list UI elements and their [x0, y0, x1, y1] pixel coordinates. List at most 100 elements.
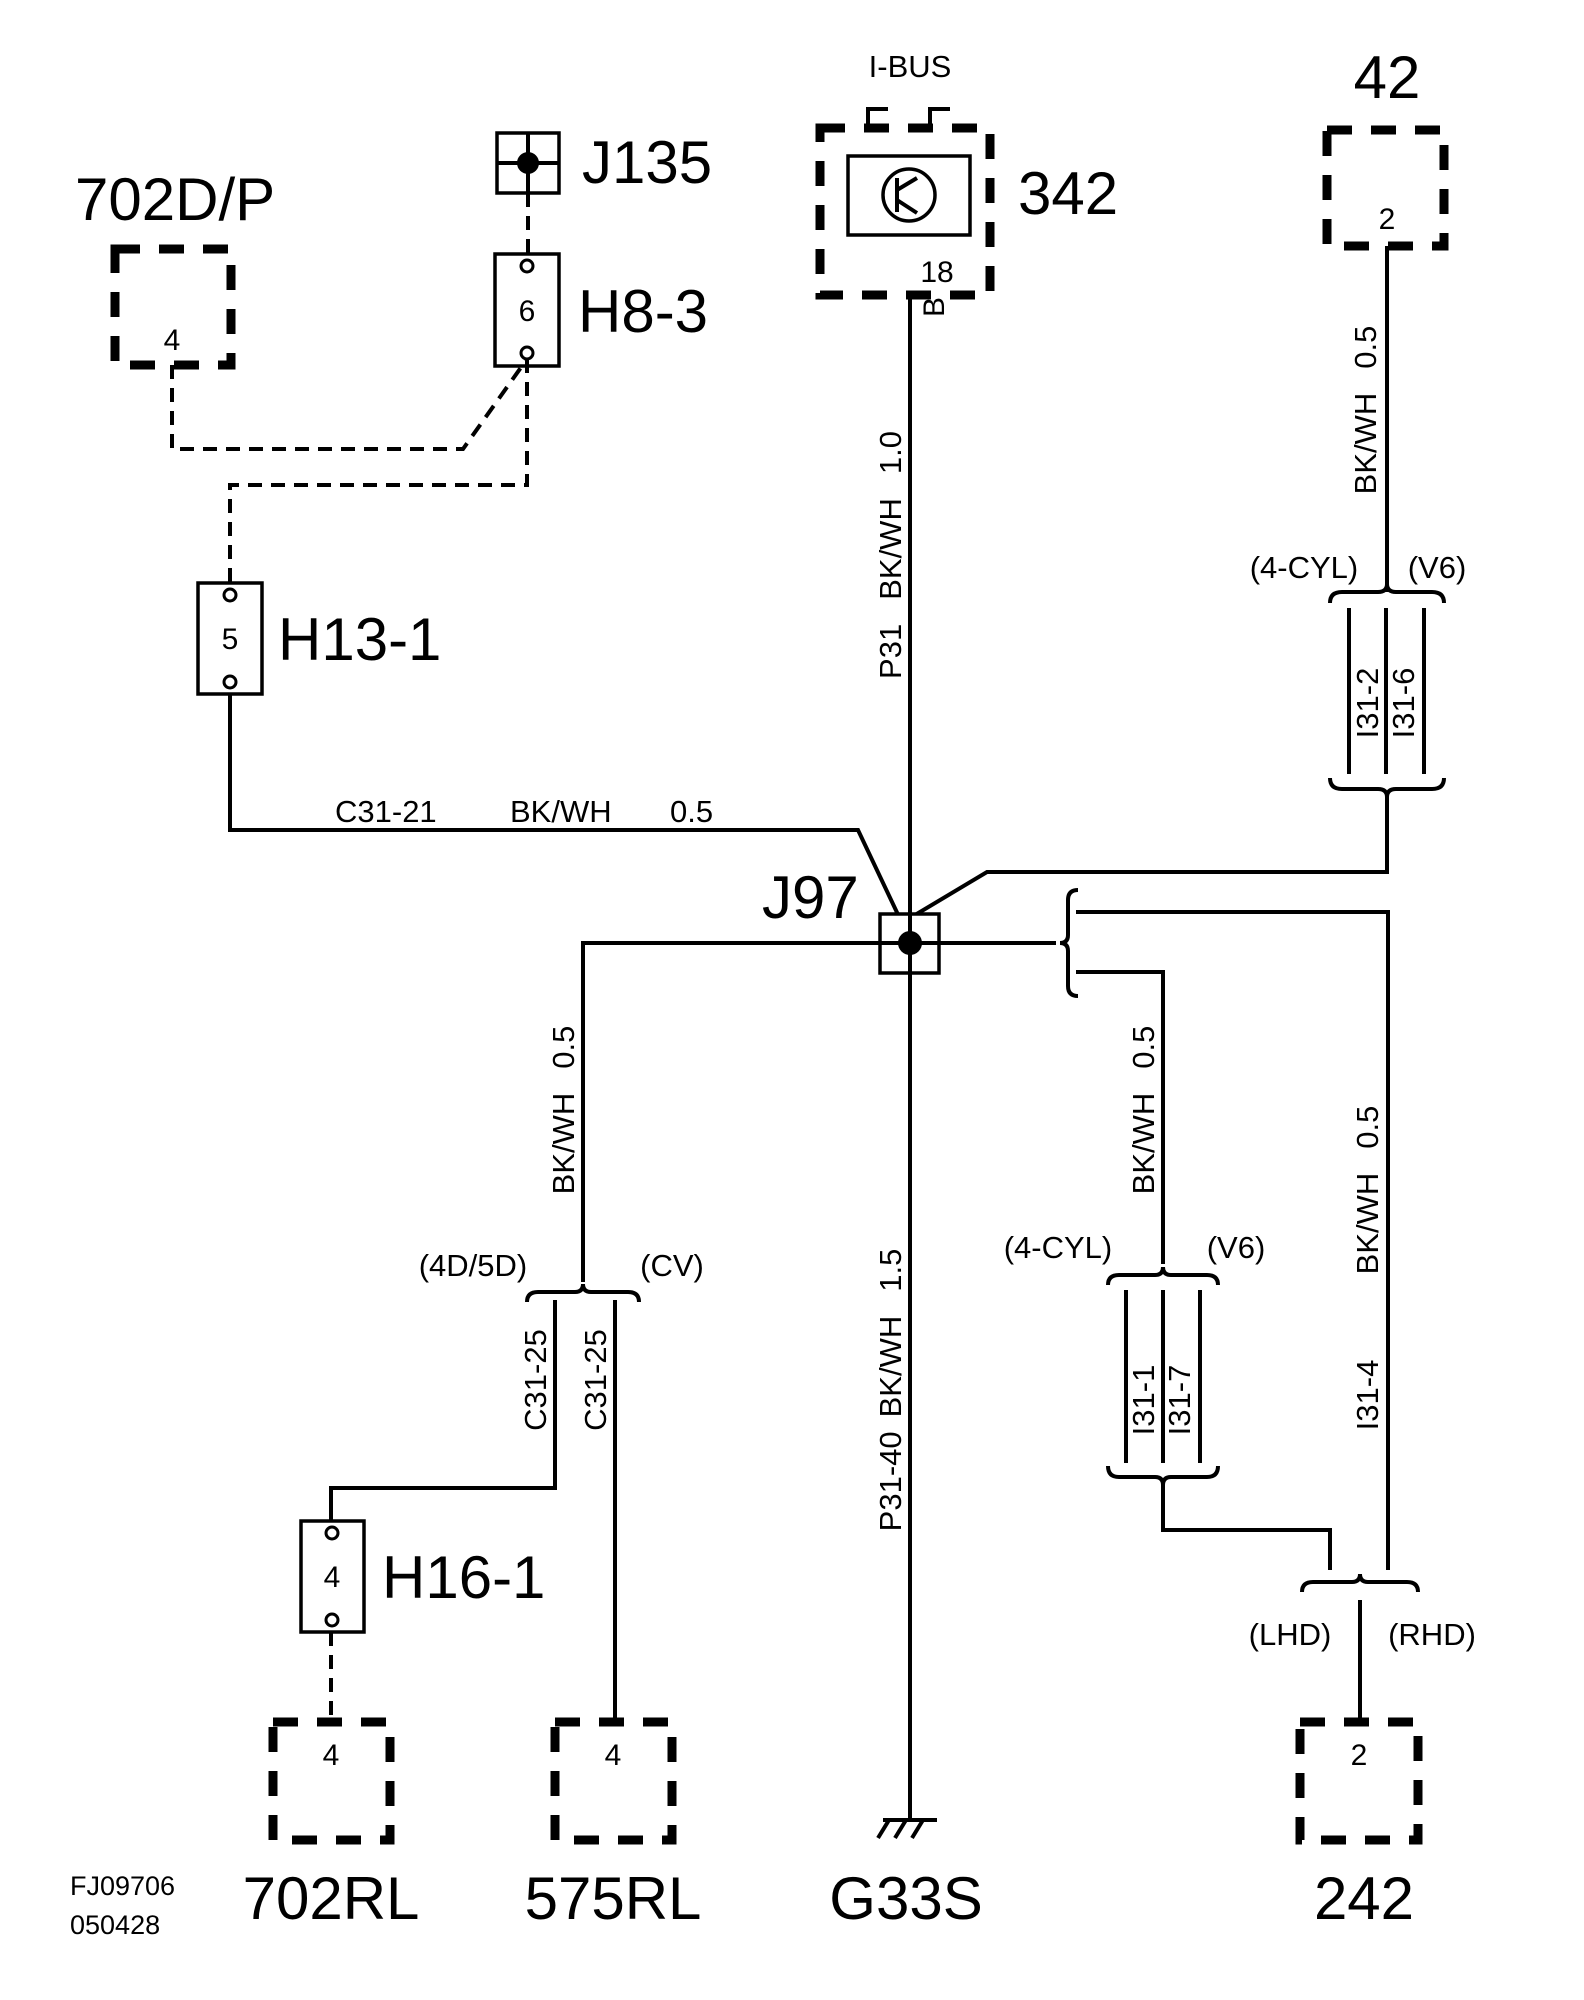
i-bus-lead-right [928, 107, 950, 124]
wire-42-gauge: 0.5 [1348, 326, 1383, 369]
connector-i31-4: I31-4 [1350, 1360, 1385, 1431]
splice-j97: J97 [762, 864, 859, 931]
wire-g33s-gauge: 1.5 [873, 1249, 908, 1292]
wire-c31-25-h16 [329, 1300, 557, 1524]
wire-h13-1-circuit: C31-21 [335, 794, 437, 829]
component-42-label: 42 [1354, 44, 1421, 111]
wire-left-color: BK/WH [546, 1093, 581, 1195]
ground-g33s-label: G33S [829, 1865, 982, 1932]
wire-mid-color: BK/WH [1126, 1093, 1161, 1195]
wire-left-gauge: 0.5 [546, 1026, 581, 1069]
wire-342-j97-circuit: P31 [873, 624, 908, 679]
wire-j97-left [581, 941, 910, 1282]
component-42-pin: 2 [1379, 203, 1396, 236]
wire-342-j97-color: BK/WH [873, 498, 908, 600]
wire-mid-gauge: 0.5 [1126, 1026, 1161, 1069]
connector-c31-25a: C31-25 [518, 1329, 553, 1431]
option-rhd: (RHD) [1388, 1617, 1476, 1652]
transistor-icon [881, 167, 937, 223]
wire-g33s-color: BK/WH [873, 1316, 908, 1418]
wire-42-label-group: BK/WH 0.5 [1348, 326, 1383, 495]
component-702dp-label: 702D/P [75, 166, 275, 233]
component-42: 42 2 [1322, 44, 1449, 251]
wire-right-color: BK/WH [1350, 1173, 1385, 1275]
wire-h13-1-gauge: 0.5 [670, 794, 713, 829]
wire-h13-1-color: BK/WH [510, 794, 612, 829]
connector-h16-1-pin: 4 [324, 1561, 341, 1594]
connector-h16-1-label: H16-1 [382, 1544, 545, 1611]
wire-h8-3-h13-1 [228, 359, 529, 583]
option-lhd: (LHD) [1249, 1617, 1332, 1652]
wire-i31-j97 [908, 797, 1389, 920]
component-702rl-pin: 4 [323, 1739, 340, 1772]
splice-j135-label: J135 [582, 129, 712, 196]
component-702rl-box [268, 1717, 395, 1845]
wire-702dp-h8-3 [170, 357, 529, 451]
connector-i31-7: I31-7 [1162, 1365, 1197, 1436]
brace-mid-lower [1106, 1465, 1220, 1486]
i-bus-label: I-BUS [869, 49, 952, 84]
wire-mid [1076, 970, 1165, 1264]
wire-right-gauge: 0.5 [1350, 1106, 1385, 1149]
component-242-label: 242 [1314, 1865, 1414, 1932]
component-702dp-box [110, 244, 236, 370]
option-mid-4cyl: (4-CYL) [1004, 1230, 1113, 1265]
option-4d5d: (4D/5D) [419, 1248, 528, 1283]
connector-c31-25b: C31-25 [578, 1329, 613, 1431]
wire-342-j97-label-group: P31 BK/WH 1.0 [873, 431, 908, 679]
option-mid-v6: (V6) [1207, 1230, 1266, 1265]
wire-h13-1-j97 [228, 694, 912, 941]
component-242-pin: 2 [1351, 1739, 1368, 1772]
component-575rl-pin: 4 [605, 1739, 622, 1772]
wire-right-label-group: BK/WH 0.5 [1350, 1106, 1385, 1275]
wire-g33s-label-group: P31-40 BK/WH 1.5 [873, 1249, 908, 1532]
brace-right-junction [1059, 888, 1079, 998]
connector-i31-2: I31-2 [1350, 668, 1385, 739]
connector-h8-3: 6 H8-3 [493, 252, 708, 368]
component-575rl-label: 575RL [525, 1865, 702, 1932]
option-top-4cyl: (4-CYL) [1250, 550, 1359, 585]
option-top-v6: (V6) [1408, 550, 1467, 585]
wire-right-i31-4 [1076, 910, 1390, 1570]
splice-j135: J135 [495, 129, 712, 196]
splice-j97-dot [898, 931, 922, 955]
component-342-box [815, 123, 995, 300]
brace-mid-upper [1106, 1266, 1220, 1286]
i-bus-lead-left [866, 107, 888, 124]
component-342-pin-letter: B [918, 297, 951, 317]
connector-h16-1: 4 H16-1 [299, 1519, 545, 1634]
wire-g33s-circuit: P31-40 [873, 1431, 908, 1531]
component-702rl: 4 702RL [243, 1717, 420, 1932]
brace-top-lower [1328, 777, 1446, 798]
connector-i31-1: I31-1 [1126, 1365, 1161, 1436]
connector-h8-3-label: H8-3 [578, 278, 708, 345]
wire-i31-lhd [1161, 1485, 1332, 1570]
connector-h13-1-pin: 5 [222, 623, 239, 656]
component-702dp-pin: 4 [164, 324, 181, 357]
connector-i31-6: I31-6 [1386, 668, 1421, 739]
component-342: I-BUS 342 18 B [815, 49, 1118, 317]
component-575rl-box [550, 1717, 677, 1845]
connector-h13-1: 5 H13-1 [196, 581, 441, 696]
connector-h8-3-pin: 6 [519, 295, 536, 328]
brace-top-upper [1328, 583, 1446, 604]
component-242-box [1295, 1717, 1423, 1845]
wire-left-label-group: BK/WH 0.5 [546, 1026, 581, 1195]
wire-42-color: BK/WH [1348, 393, 1383, 495]
component-702dp: 702D/P 4 [75, 166, 275, 370]
splice-j97-label: J97 [762, 864, 859, 931]
component-342-pin: 18 [920, 256, 953, 289]
ground-icon [876, 1818, 937, 1840]
wire-342-j97-gauge: 1.0 [873, 431, 908, 474]
component-575rl: 4 575RL [525, 1717, 702, 1932]
splice-j135-dot [517, 152, 539, 174]
component-342-label: 342 [1018, 160, 1118, 227]
footer-date: 050428 [70, 1910, 160, 1940]
brace-lhd-rhd [1300, 1573, 1420, 1593]
brace-left [525, 1283, 641, 1303]
component-42-box [1322, 125, 1449, 251]
component-242: 2 242 [1295, 1717, 1423, 1932]
component-702rl-label: 702RL [243, 1865, 420, 1932]
footer-code: FJ09706 [70, 1871, 175, 1901]
